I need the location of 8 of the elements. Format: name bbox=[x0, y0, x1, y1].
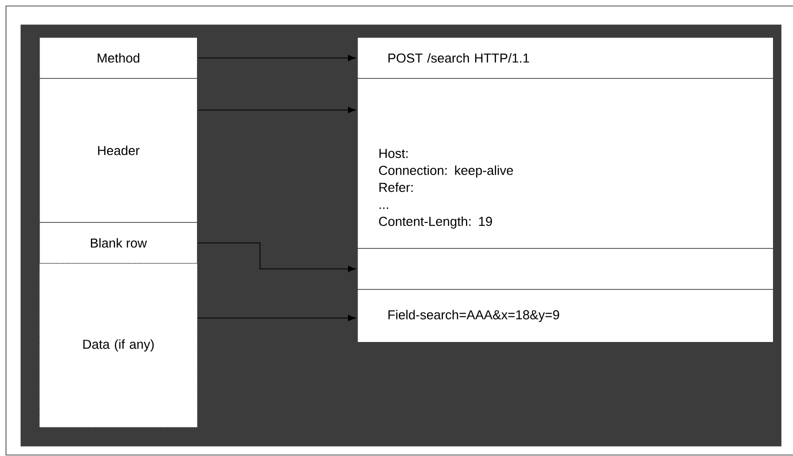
arrow bbox=[197, 54, 356, 62]
arrow bbox=[197, 106, 356, 114]
blank-row-box bbox=[357, 248, 774, 290]
blank-row-cell: Blank row bbox=[39, 222, 198, 264]
arrow bbox=[197, 242, 356, 272]
body-box: Field-search=AAA&x=18&y=9 bbox=[357, 289, 774, 343]
method-cell: Method bbox=[39, 37, 198, 79]
arrow bbox=[197, 314, 356, 322]
